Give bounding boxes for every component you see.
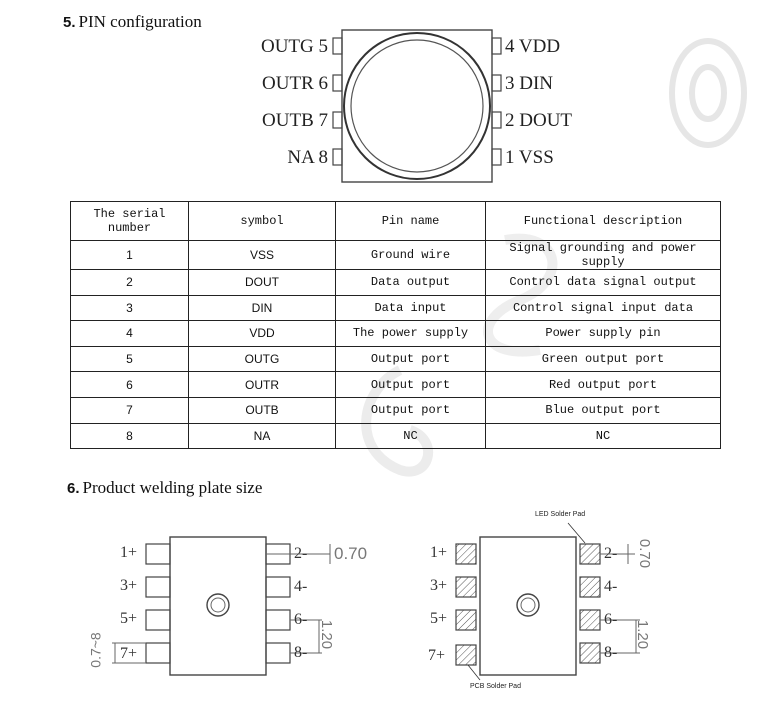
pin-label-dout: 2 DOUT <box>505 110 573 131</box>
section-5-number: 5. <box>63 14 76 31</box>
table-row: 7 OUTB Output port Blue output port <box>70 396 721 424</box>
section-6-heading: 6.Product welding plate size <box>67 478 262 498</box>
cell-pin-name: Data input <box>335 294 486 322</box>
header-functional-description: Functional description <box>485 201 721 241</box>
cell-pin-name: Output port <box>335 396 486 424</box>
cell-description: Power supply pin <box>485 320 721 347</box>
cell-description: Control signal input data <box>485 294 721 322</box>
cell-description: Blue output port <box>485 396 721 424</box>
pcb-solder-pad-label: PCB Solder Pad <box>470 683 521 690</box>
table-row: 4 VDD The power supply Power supply pin <box>70 320 721 347</box>
cell-pin-name: Ground wire <box>335 240 486 270</box>
pin-label-vss: 1 VSS <box>505 147 554 168</box>
cell-symbol: DIN <box>188 294 336 322</box>
pin-label-na: NA 8 <box>287 147 328 168</box>
cell-serial: 1 <box>70 240 189 270</box>
dim-pitch: 1.20 <box>318 619 336 650</box>
section-5-heading: 5.PIN configuration <box>63 12 202 32</box>
section-6-title: Product welding plate size <box>82 478 263 497</box>
cell-symbol: OUTG <box>188 345 336 373</box>
dim-pad-width: 0.70 <box>636 538 654 569</box>
dim-height: 0.7~8 <box>87 632 104 668</box>
cell-serial: 3 <box>70 294 189 322</box>
cell-symbol: NA <box>188 422 336 450</box>
cell-symbol: OUTB <box>188 396 336 424</box>
header-serial-number: The serial number <box>70 201 189 241</box>
cell-symbol: VDD <box>188 320 336 347</box>
pad-label-1: 1+ <box>120 544 138 561</box>
pad-label-3: 3+ <box>120 577 138 594</box>
cell-serial: 2 <box>70 269 189 296</box>
pad-label-5: 5+ <box>430 610 448 627</box>
pad-label-8: 8- <box>604 644 618 661</box>
cell-symbol: VSS <box>188 240 336 270</box>
section-5-title: PIN configuration <box>78 12 202 31</box>
pin-table: The serial number symbol Pin name Functi… <box>70 201 721 450</box>
cell-description: Red output port <box>485 371 721 398</box>
cell-description: NC <box>485 422 721 450</box>
pin-label-vdd: 4 VDD <box>505 36 561 57</box>
pad-diagram-right-drawing <box>455 522 640 681</box>
pin-label-outb: OUTB 7 <box>262 110 328 131</box>
table-row: 8 NA NC NC <box>70 422 721 450</box>
table-row: 6 OUTR Output port Red output port <box>70 371 721 398</box>
pad-diagram-right: LED Solder Pad PCB Solder Pad 1+ 3+ 5+ 7… <box>420 505 680 700</box>
table-row: 3 DIN Data input Control signal input da… <box>70 294 721 322</box>
pad-label-6: 6- <box>604 611 618 628</box>
table-row: 1 VSS Ground wire Signal grounding and p… <box>70 240 721 270</box>
section-6-number: 6. <box>67 480 80 497</box>
header-symbol: symbol <box>188 201 336 241</box>
cell-serial: 4 <box>70 320 189 347</box>
pin-diagram: OUTG 5 OUTR 6 OUTB 7 NA 8 4 VDD 3 DIN 2 … <box>0 0 763 190</box>
cell-serial: 8 <box>70 422 189 450</box>
pad-label-6: 6- <box>294 611 308 628</box>
table-row: 5 OUTG Output port Green output port <box>70 345 721 373</box>
pin-label-din: 3 DIN <box>505 73 554 94</box>
table-header-row: The serial number symbol Pin name Functi… <box>70 201 721 241</box>
pad-label-2: 2- <box>294 545 308 562</box>
led-package-outline <box>332 29 502 183</box>
pin-label-outg: OUTG 5 <box>260 36 328 57</box>
cell-pin-name: Data output <box>335 269 486 296</box>
cell-symbol: DOUT <box>188 269 336 296</box>
pad-label-4: 4- <box>604 578 618 595</box>
cell-pin-name: NC <box>335 422 486 450</box>
pad-diagram-left: 1+ 3+ 5+ 7+ 2- 4- 6- 8- 0.70 1.20 0.7~8 <box>87 530 390 690</box>
pad-label-7: 7+ <box>120 645 138 662</box>
cell-serial: 7 <box>70 396 189 424</box>
pad-label-4: 4- <box>294 578 308 595</box>
pad-label-7: 7+ <box>428 647 446 664</box>
cell-pin-name: Output port <box>335 371 486 398</box>
led-solder-pad-label: LED Solder Pad <box>535 511 586 518</box>
pin-label-outr: OUTR 6 <box>262 73 328 94</box>
header-pin-name: Pin name <box>335 201 486 241</box>
cell-symbol: OUTR <box>188 371 336 398</box>
cell-description: Control data signal output <box>485 269 721 296</box>
cell-pin-name: The power supply <box>335 320 486 347</box>
cell-pin-name: Output port <box>335 345 486 373</box>
pad-diagram-left-drawing <box>112 536 331 676</box>
cell-description: Green output port <box>485 345 721 373</box>
table-row: 2 DOUT Data output Control data signal o… <box>70 269 721 296</box>
pad-label-1: 1+ <box>430 544 448 561</box>
pad-label-2: 2- <box>604 545 618 562</box>
cell-serial: 5 <box>70 345 189 373</box>
cell-description: Signal grounding and power supply <box>485 240 721 270</box>
pad-label-3: 3+ <box>430 577 448 594</box>
pad-label-5: 5+ <box>120 610 138 627</box>
dim-pad-width: 0.70 <box>334 544 368 563</box>
pad-label-8: 8- <box>294 644 308 661</box>
dim-pitch: 1.20 <box>634 619 652 650</box>
cell-serial: 6 <box>70 371 189 398</box>
